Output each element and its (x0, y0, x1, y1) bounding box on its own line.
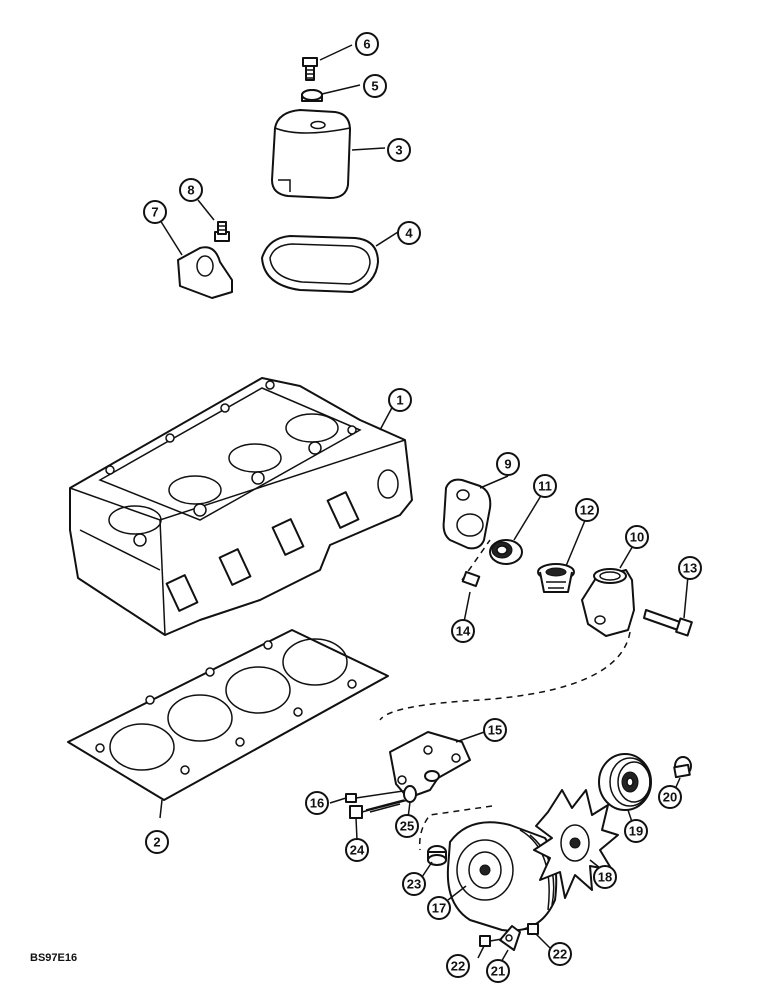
seal-part-11 (489, 539, 523, 565)
callout-21: 21 (486, 959, 510, 983)
drawing-reference-code: BS97E16 (30, 952, 77, 964)
callout-23: 23 (402, 872, 426, 896)
bolt-part-22-left (479, 935, 503, 947)
callout-12: 12 (575, 498, 599, 522)
svg-text:13: 13 (683, 561, 697, 576)
svg-text:23: 23 (407, 877, 421, 892)
callout-17: 17 (427, 896, 451, 920)
cover-part-3 (271, 109, 351, 199)
callout-20: 20 (658, 785, 682, 809)
svg-text:10: 10 (630, 530, 644, 545)
callout-25: 25 (395, 814, 419, 838)
callout-8: 8 (179, 178, 203, 202)
callout-3: 3 (387, 138, 411, 162)
svg-text:25: 25 (400, 819, 414, 834)
thermostat-part-12 (537, 563, 575, 593)
callout-5: 5 (363, 74, 387, 98)
svg-text:22: 22 (553, 947, 567, 962)
svg-text:6: 6 (363, 37, 370, 52)
gasket-part-9 (442, 478, 492, 550)
svg-text:4: 4 (405, 226, 413, 241)
svg-text:12: 12 (580, 503, 594, 518)
svg-text:24: 24 (350, 843, 365, 858)
bolt-part-6 (302, 57, 318, 81)
callout-2: 2 (145, 830, 169, 854)
svg-text:19: 19 (629, 824, 643, 839)
svg-text:2: 2 (153, 835, 160, 850)
svg-text:20: 20 (663, 790, 677, 805)
gasket-part-4 (261, 235, 379, 293)
bolt-part-13 (643, 609, 693, 637)
svg-text:5: 5 (371, 79, 378, 94)
bushing-part-23 (427, 845, 447, 866)
bolt-part-14 (461, 539, 491, 588)
svg-text:9: 9 (504, 457, 511, 472)
callout-24: 24 (345, 838, 369, 862)
svg-text:15: 15 (488, 723, 502, 738)
svg-text:1: 1 (396, 393, 403, 408)
callout-9: 9 (496, 452, 520, 476)
bracket-part-7 (177, 246, 233, 299)
svg-text:16: 16 (310, 796, 324, 811)
bolt-part-8 (214, 221, 230, 242)
callout-15: 15 (483, 718, 507, 742)
head-gasket-part-2 (67, 629, 389, 801)
bolt-part-24 (349, 799, 409, 819)
callout-14: 14 (451, 619, 475, 643)
svg-text:22: 22 (451, 959, 465, 974)
svg-text:3: 3 (395, 143, 402, 158)
callout-22-left: 22 (446, 954, 470, 978)
callout-6: 6 (355, 32, 379, 56)
callout-22-right: 22 (548, 942, 572, 966)
svg-text:17: 17 (432, 901, 446, 916)
callout-10: 10 (625, 525, 649, 549)
svg-text:8: 8 (187, 183, 194, 198)
callout-16: 16 (305, 791, 329, 815)
callout-7: 7 (143, 200, 167, 224)
washer-part-5 (301, 89, 323, 102)
alternator-part-17 (446, 821, 558, 932)
callout-4: 4 (397, 221, 421, 245)
link-part-21 (499, 925, 521, 951)
callout-1: 1 (388, 388, 412, 412)
callout-18: 18 (593, 865, 617, 889)
callout-19: 19 (624, 819, 648, 843)
callout-13: 13 (678, 556, 702, 580)
svg-text:7: 7 (151, 205, 158, 220)
fan-part-18 (533, 789, 619, 899)
svg-text:21: 21 (491, 964, 505, 979)
cylinder-head-part-1 (69, 377, 413, 636)
svg-text:11: 11 (538, 479, 552, 494)
nut-part-20 (673, 756, 692, 779)
bracket-part-15 (389, 731, 471, 799)
pulley-part-19 (598, 753, 652, 811)
bolt-part-22-right (517, 923, 539, 935)
svg-text:14: 14 (456, 624, 471, 639)
callout-11: 11 (533, 474, 557, 498)
washer-part-25 (403, 785, 417, 803)
svg-text:18: 18 (598, 870, 612, 885)
thermostat-housing-part-10 (581, 568, 635, 637)
